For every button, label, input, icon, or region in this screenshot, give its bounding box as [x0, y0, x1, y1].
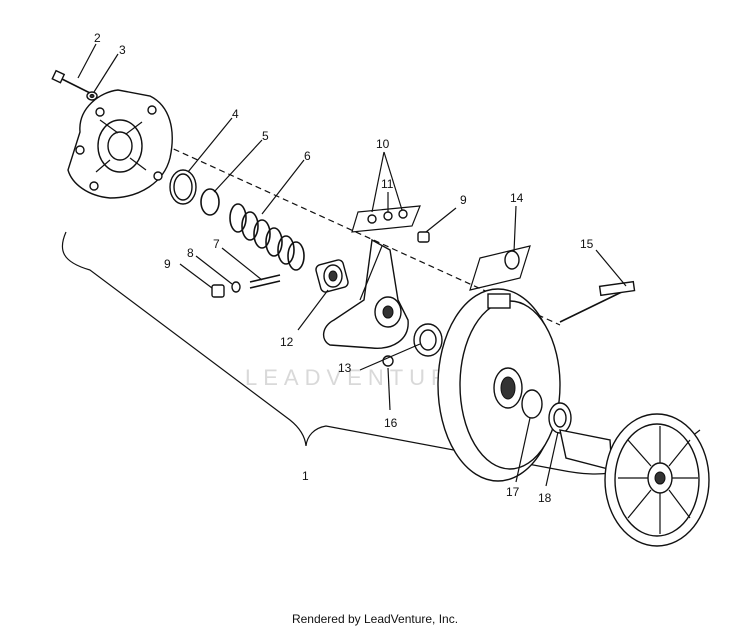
bushing-part — [169, 169, 197, 205]
leader-lines — [77, 43, 627, 487]
roller-part — [315, 259, 349, 293]
callout-9-right: 9 — [460, 193, 467, 207]
arm-part — [323, 238, 409, 349]
callout-16: 16 — [384, 416, 398, 430]
washer-17-part — [521, 389, 543, 419]
sheave-part — [437, 288, 561, 482]
callout-2: 2 — [94, 31, 101, 45]
pin-washer-part — [231, 281, 241, 293]
cap-nut-part-left — [211, 284, 225, 298]
callout-4: 4 — [232, 107, 239, 121]
footer-credit: Rendered by LeadVenture, Inc. — [291, 612, 459, 626]
tab-washer-part — [469, 245, 531, 291]
cap-nut-part-right — [417, 231, 430, 243]
fixed-sheave-part — [559, 413, 710, 547]
callout-3: 3 — [119, 43, 126, 57]
callout-10: 10 — [376, 137, 390, 151]
cover-plate — [67, 89, 173, 199]
callout-11: 11 — [381, 177, 394, 191]
pin-part — [249, 274, 281, 289]
washer-part — [86, 91, 98, 101]
spring-part — [229, 203, 305, 271]
snap-ring-part — [200, 188, 220, 216]
callout-13: 13 — [338, 361, 352, 375]
callout-17: 17 — [506, 485, 520, 499]
bolt-part — [51, 69, 93, 95]
callout-18: 18 — [538, 491, 552, 505]
callout-15: 15 — [580, 237, 594, 251]
ring-washer-part — [413, 323, 443, 357]
long-bolt-part — [559, 280, 636, 323]
callout-5: 5 — [262, 129, 269, 143]
callout-1: 1 — [302, 469, 309, 483]
callout-7: 7 — [213, 237, 220, 251]
callout-12: 12 — [280, 335, 294, 349]
callout-14: 14 — [510, 191, 524, 205]
watermark: LEADVENTURE — [245, 365, 474, 390]
washer-18-part — [548, 402, 572, 434]
callout-6: 6 — [304, 149, 311, 163]
callout-9-left: 9 — [164, 257, 171, 271]
callout-8: 8 — [187, 246, 194, 260]
hardware-set-part — [351, 205, 421, 233]
